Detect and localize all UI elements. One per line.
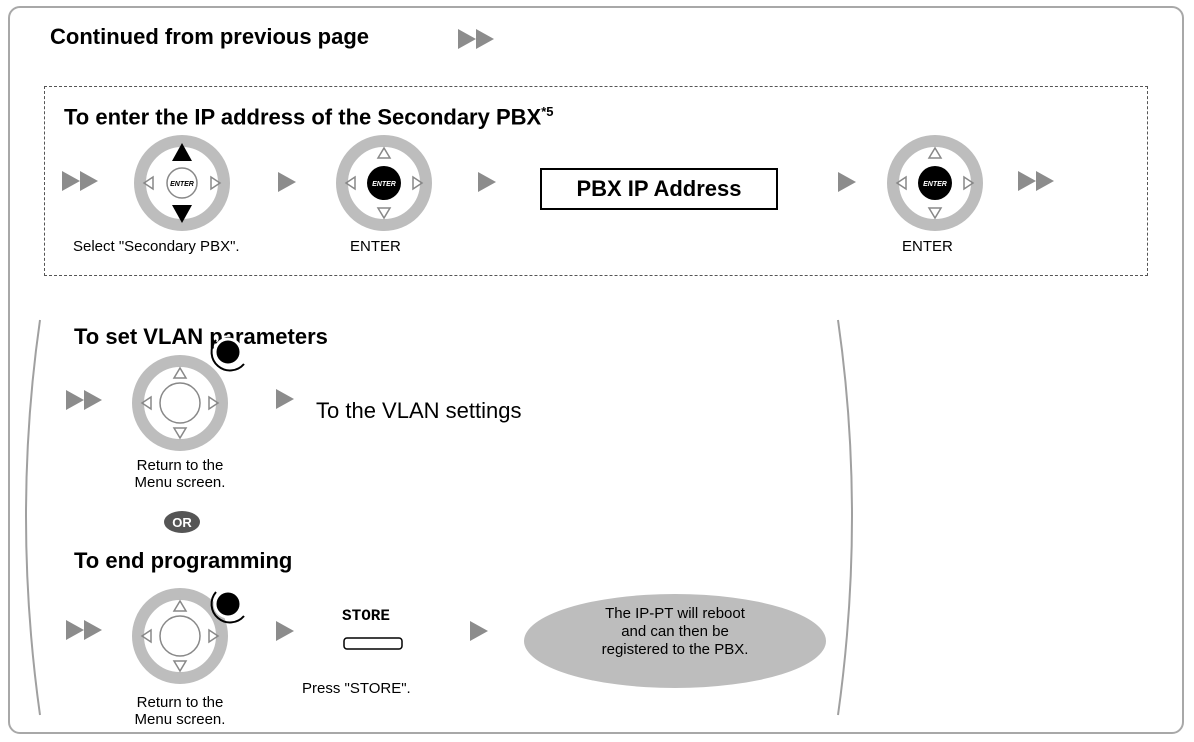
arrow-icon-1 [278,172,296,192]
footnote-marker: *5 [541,104,554,119]
vlan-result-text: To the VLAN settings [316,398,522,423]
vlan-step-label-line1: Return to the [136,457,224,474]
page-frame [8,6,1184,734]
or-badge-text: OR [172,515,192,530]
enter-label-2: ENTER [902,238,953,255]
right-bracket [837,319,853,716]
navigator-key-cancel-icon-1 [132,337,245,451]
enter-key-text-3: ENTER [923,181,947,188]
navigator-key-cancel-icon-2 [132,588,245,684]
arrow-icon-3 [838,172,856,192]
left-bracket [25,319,41,716]
vlan-title: To set VLAN parameters [74,324,328,349]
arrow-icon-5 [276,621,294,641]
reboot-result-line2: and can then be [621,623,729,640]
continue-double-arrow-icon [458,29,494,49]
enter-label-1: ENTER [350,238,401,255]
continued-heading: Continued from previous page [50,24,370,49]
store-key-label: STORE [342,607,391,625]
end-double-arrow-icon [1018,171,1054,191]
vlan-step-label-line2: Menu screen. [134,474,226,491]
enter-key-text-2: ENTER [372,181,396,188]
pbx-ip-address-display: PBX IP Address [540,168,778,210]
end-programming-title: To end programming [74,548,293,573]
enter-key-text-1: ENTER [170,181,194,188]
vlan-step-label: Return to the Menu screen. [120,457,240,491]
start-double-arrow-icon [62,171,98,191]
reboot-result-line3: registered to the PBX. [601,641,749,658]
secondary-pbx-title-text: To enter the IP address of the Secondary… [64,104,542,130]
navigator-key-enter-icon-2: ENTER [887,135,983,231]
store-key-icon [343,637,403,650]
secondary-pbx-section-box [44,86,1148,276]
secondary-pbx-title: To enter the IP address of the Secondary… [64,104,554,130]
end-step-label: Return to the Menu screen. [120,694,240,728]
arrow-icon-6 [470,621,488,641]
reboot-result-text: The IP-PT will reboot and can then be re… [524,605,826,659]
reboot-result-line1: The IP-PT will reboot [605,605,745,622]
press-store-label: Press "STORE". [302,680,411,697]
navigator-key-enter-icon-1: ENTER [336,135,432,231]
end-double-arrow-icon-2 [66,620,102,640]
navigator-key-up-down-icon: ENTER [132,133,232,233]
end-step-label-line2: Menu screen. [134,711,226,728]
reboot-result-bubble [524,594,826,688]
arrow-icon-4 [276,389,294,409]
or-badge: OR [164,511,200,533]
vlan-double-arrow-icon [66,390,102,410]
select-secondary-pbx-label: Select "Secondary PBX". [73,238,240,255]
end-step-label-line1: Return to the [136,694,224,711]
arrow-icon-2 [478,172,496,192]
